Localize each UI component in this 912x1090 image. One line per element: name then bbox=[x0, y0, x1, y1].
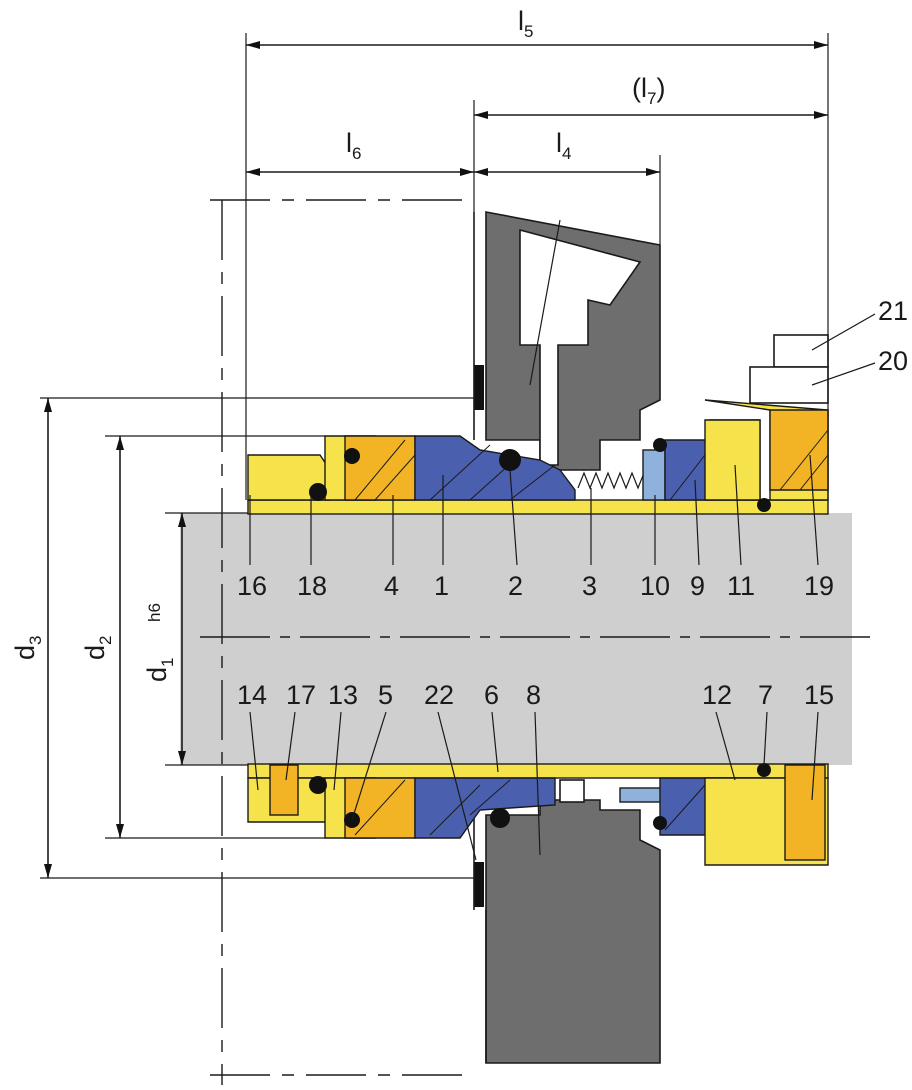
part-label: 13 bbox=[328, 680, 358, 710]
upper-seal-assembly bbox=[247, 334, 829, 512]
part-label: 15 bbox=[804, 680, 834, 710]
part-label: 21 bbox=[878, 296, 908, 326]
part-label: 8 bbox=[526, 680, 541, 710]
housing-lower bbox=[473, 799, 661, 1064]
part-label: 12 bbox=[702, 680, 732, 710]
part-label: 16 bbox=[237, 571, 267, 601]
dim-d2: d2 bbox=[80, 636, 115, 661]
lower-seal-assembly bbox=[247, 763, 829, 866]
part-labels-side: 21 20 bbox=[811, 296, 908, 386]
part-leaders-top bbox=[249, 454, 819, 566]
part-label: 10 bbox=[640, 571, 670, 601]
part-label: 22 bbox=[424, 680, 454, 710]
part-label: 4 bbox=[384, 571, 399, 601]
part-label: 2 bbox=[508, 571, 523, 601]
dim-d1: d1 bbox=[142, 658, 177, 683]
dimension-lines bbox=[40, 33, 829, 1085]
part-labels-bottom: 14 17 13 5 22 6 8 12 7 15 bbox=[237, 680, 834, 710]
part-label: 19 bbox=[804, 571, 834, 601]
dim-h6: h6 bbox=[145, 603, 164, 622]
housing-upper bbox=[473, 211, 661, 471]
part-label: 11 bbox=[727, 571, 755, 601]
part-label: 7 bbox=[758, 680, 773, 710]
spring bbox=[577, 471, 645, 490]
dim-l7: (l7) bbox=[632, 73, 665, 108]
part-label: 5 bbox=[378, 680, 393, 710]
part-label: 9 bbox=[690, 571, 705, 601]
part-label: 6 bbox=[484, 680, 499, 710]
part-label: 17 bbox=[286, 680, 316, 710]
sleeve-upper bbox=[247, 499, 829, 515]
dim-l4: l4 bbox=[556, 128, 571, 163]
dim-l6: l6 bbox=[346, 128, 361, 163]
dim-l5: l5 bbox=[518, 6, 533, 41]
dim-d3: d3 bbox=[10, 636, 45, 661]
part-label: 20 bbox=[878, 346, 908, 376]
part-label: 18 bbox=[297, 571, 327, 601]
part-labels-top: 16 18 4 1 2 3 10 9 11 19 bbox=[237, 571, 834, 601]
part-leaders-bottom bbox=[249, 711, 819, 861]
part-label: 14 bbox=[237, 680, 267, 710]
part-label: 1 bbox=[434, 571, 449, 601]
part-label: 3 bbox=[582, 571, 597, 601]
